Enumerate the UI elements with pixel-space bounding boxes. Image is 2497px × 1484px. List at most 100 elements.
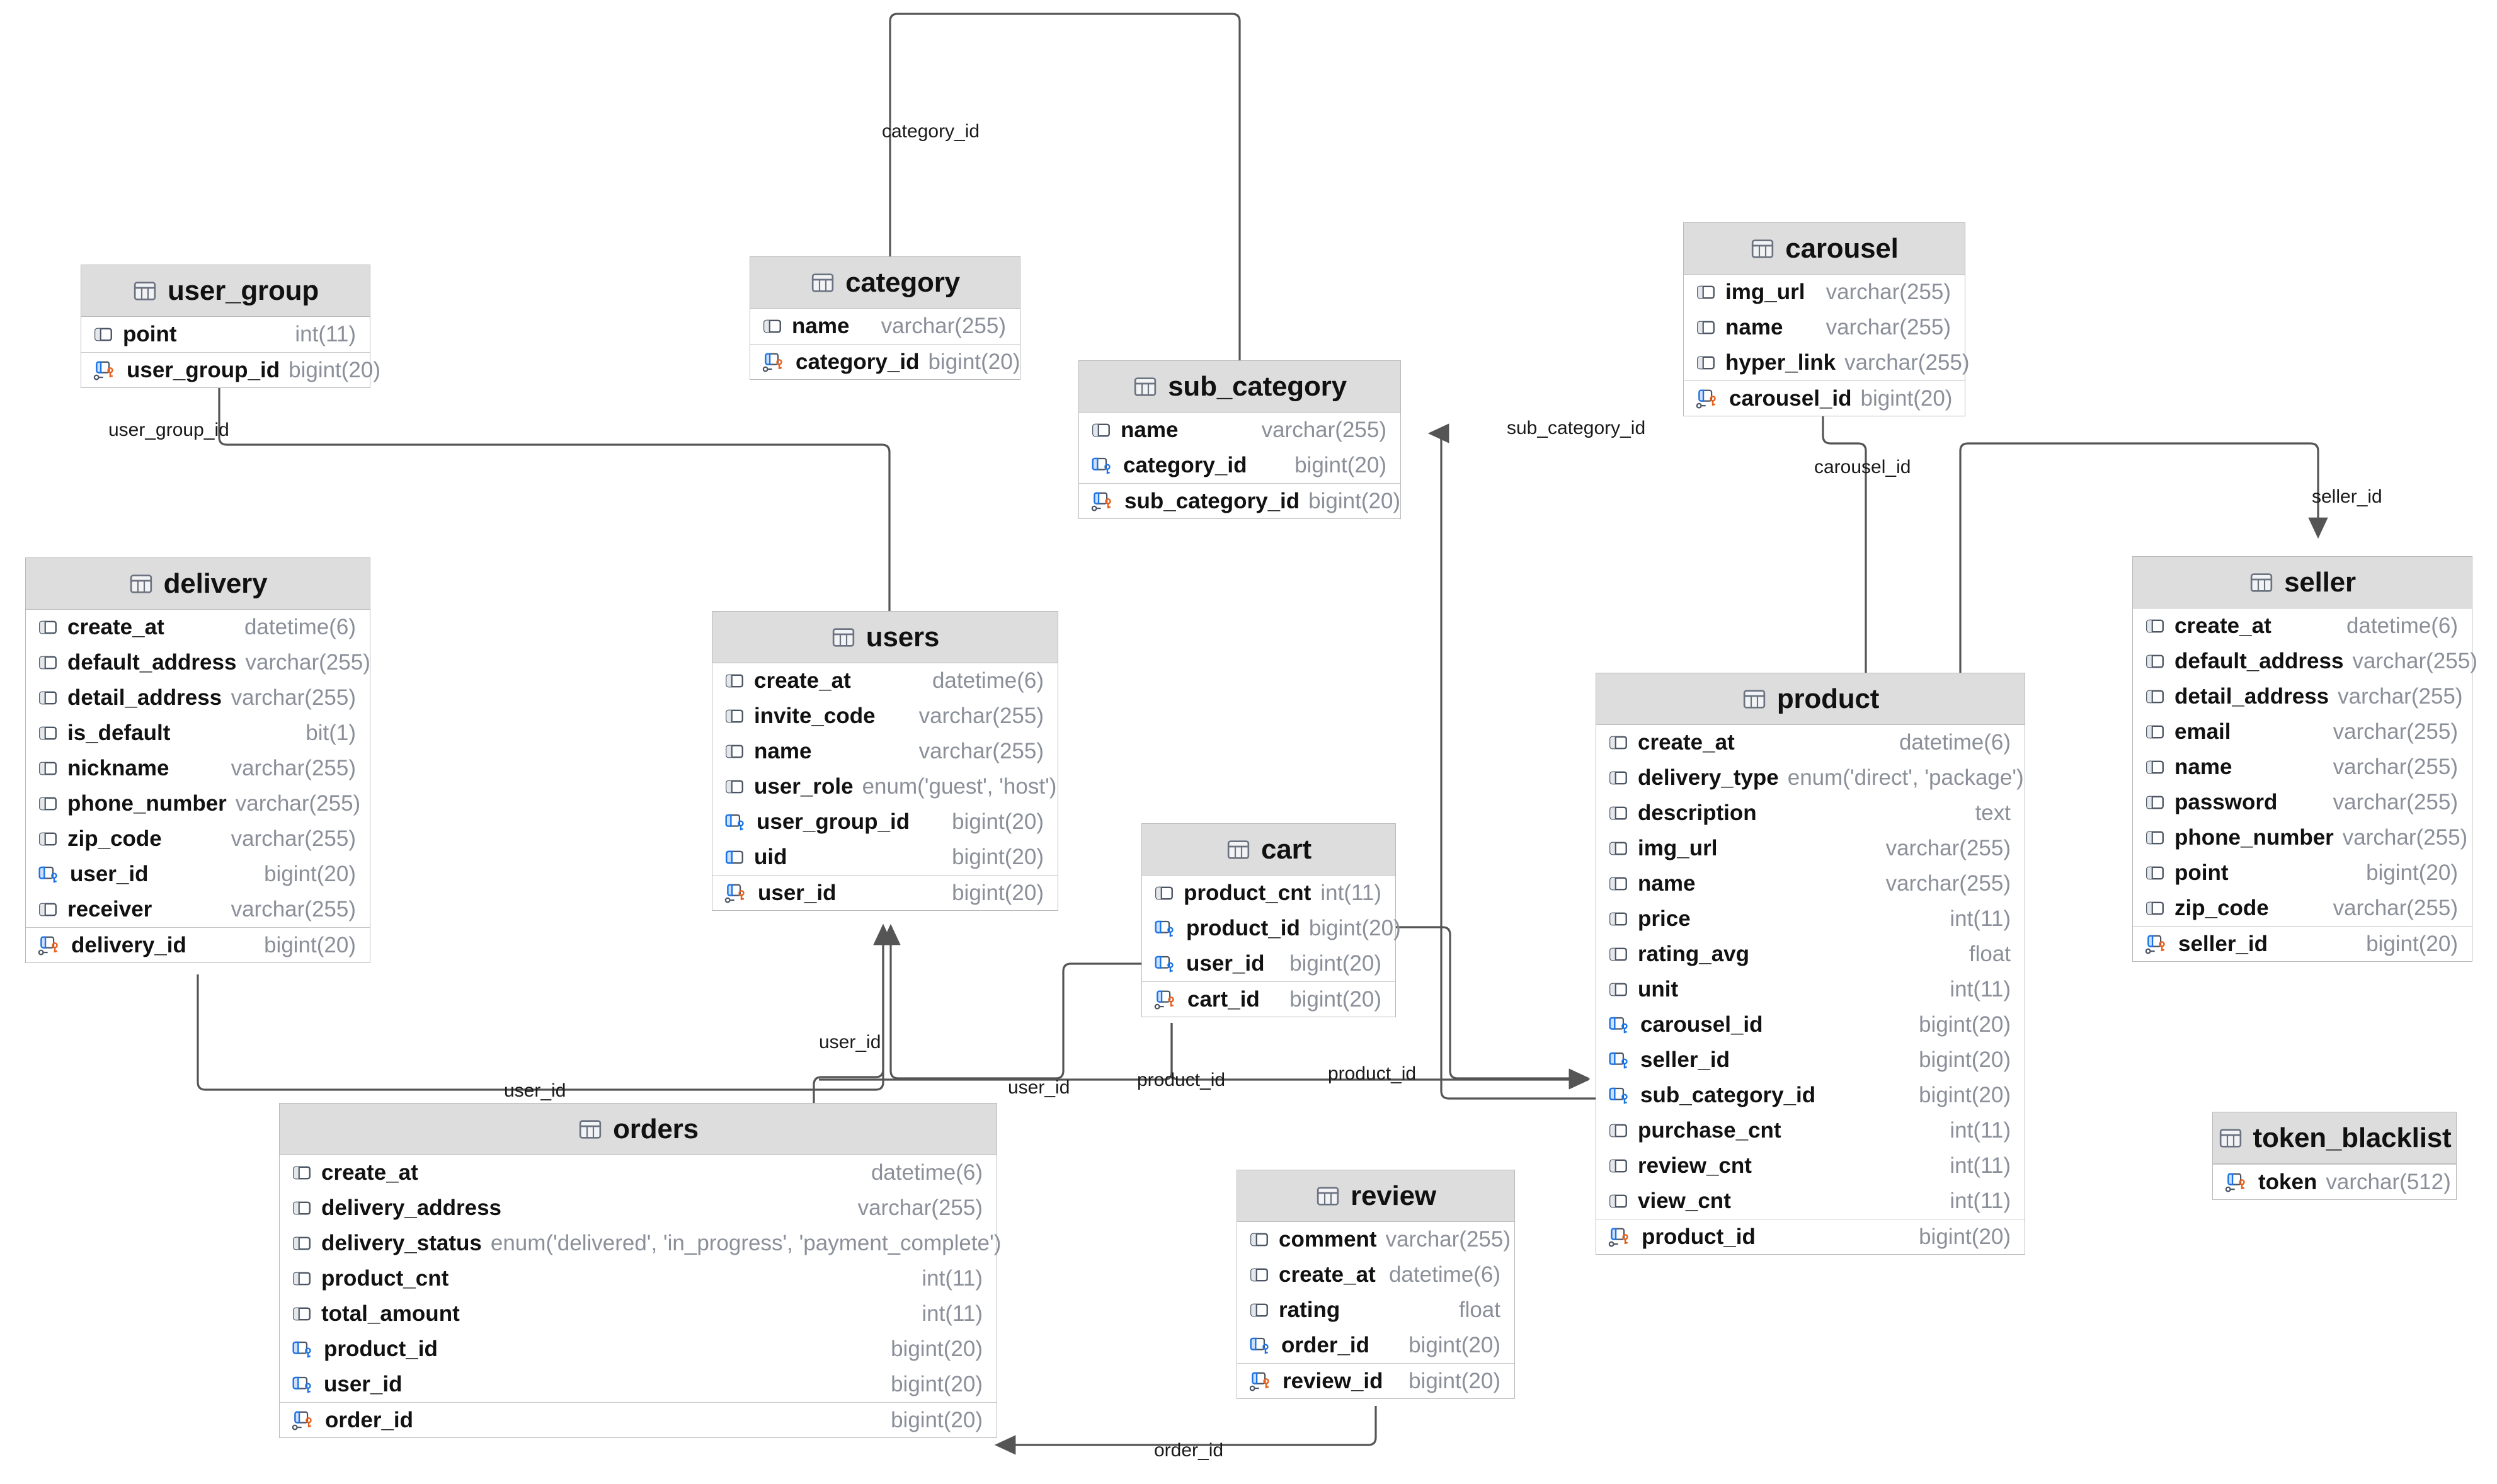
- column-icon: [2144, 827, 2166, 848]
- table-header-cart[interactable]: cart: [1142, 824, 1395, 876]
- table-header-review[interactable]: review: [1237, 1170, 1514, 1222]
- table-header-category[interactable]: category: [750, 257, 1020, 309]
- table-header-carousel[interactable]: carousel: [1684, 223, 1965, 275]
- column-name: receiver: [67, 897, 152, 922]
- table-header-sub_category[interactable]: sub_category: [1079, 361, 1400, 413]
- table-header-product[interactable]: product: [1596, 673, 2025, 725]
- column-icon: [724, 741, 745, 762]
- table-header-seller[interactable]: seller: [2133, 557, 2472, 608]
- table-header-user_group[interactable]: user_group: [81, 265, 370, 317]
- table-header-orders[interactable]: orders: [280, 1104, 997, 1155]
- table-header-users[interactable]: users: [712, 612, 1058, 663]
- table-icon: [129, 571, 154, 596]
- table-header-token_blacklist[interactable]: token_blacklist: [2213, 1112, 2456, 1164]
- table-header-delivery[interactable]: delivery: [26, 558, 370, 610]
- column-name: product_id: [1642, 1224, 1756, 1249]
